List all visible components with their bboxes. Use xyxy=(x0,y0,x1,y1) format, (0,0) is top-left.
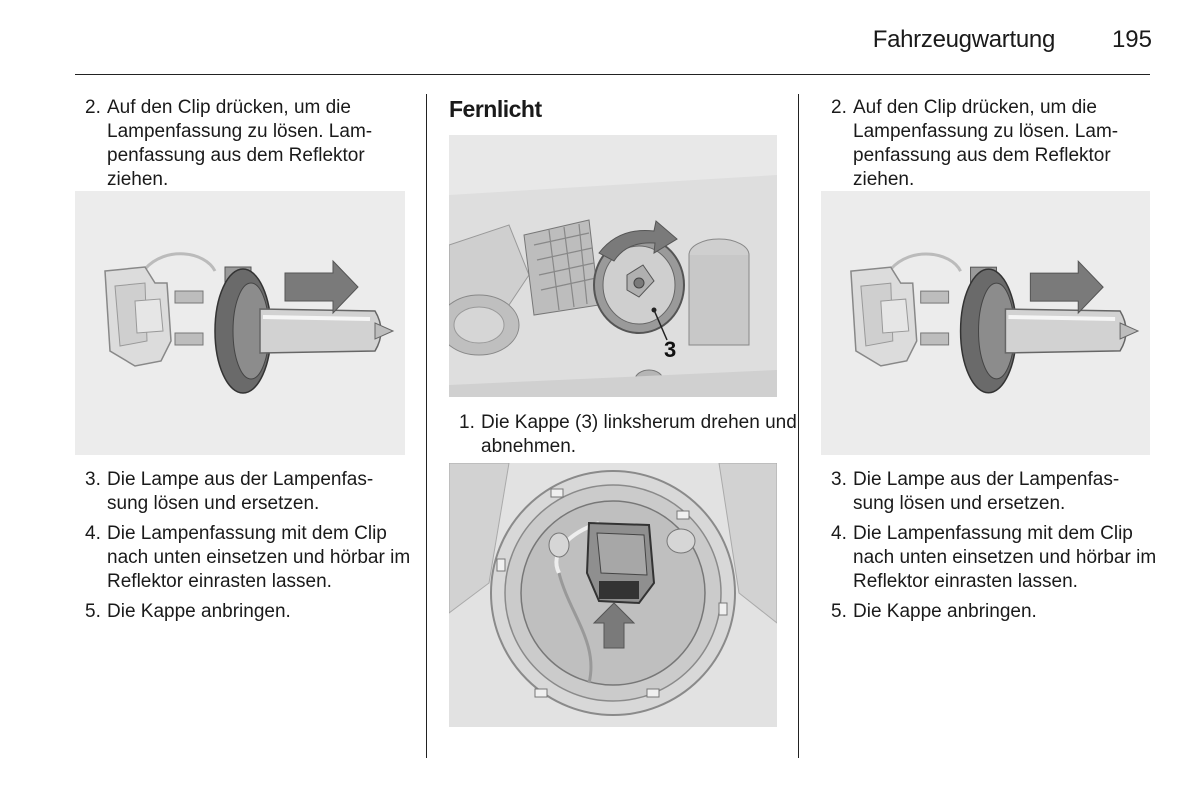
step-item: 5. Die Kappe anbringen. xyxy=(85,600,415,624)
bulb-removal-illustration xyxy=(75,191,405,455)
right-column-bottom: 3. Die Lampe aus der Lampenfas-sung löse… xyxy=(831,468,1161,630)
step-item: 2. Auf den Clip drücken, um die Lampenfa… xyxy=(85,96,387,192)
header-divider xyxy=(75,74,1150,75)
direction-arrow-icon xyxy=(592,602,636,649)
middle-column-heading: Fernlicht xyxy=(449,96,779,123)
step-item: 3. Die Lampe aus der Lampenfas-sung löse… xyxy=(831,468,1143,516)
step-text: Die Kappe anbringen. xyxy=(107,601,291,622)
step-text: Die Lampenfassung mit dem Clip nach unte… xyxy=(853,523,1157,592)
left-column-top: 2. Auf den Clip drücken, um die Lampenfa… xyxy=(85,96,405,198)
bulb-removal-figure xyxy=(75,191,405,455)
step-item: 5. Die Kappe anbringen. xyxy=(831,600,1161,624)
step-text: Die Kappe (3) linksherum drehen und abne… xyxy=(481,412,797,457)
section-title: Fahrzeugwartung xyxy=(872,26,1056,53)
step-number: 3. xyxy=(831,469,847,490)
lamp-socket-clip-figure xyxy=(449,463,777,727)
section-heading: Fernlicht xyxy=(449,96,542,122)
step-item: 4. Die Lampenfassung mit dem Clip nach u… xyxy=(831,522,1163,594)
direction-arrow-icon xyxy=(284,259,359,315)
step-number: 2. xyxy=(831,97,847,118)
left-column-bottom: 3. Die Lampe aus der Lampenfas-sung löse… xyxy=(85,468,415,630)
step-text: Die Kappe anbringen. xyxy=(853,601,1037,622)
step-number: 4. xyxy=(85,523,101,544)
column-divider-right xyxy=(798,94,799,758)
headlamp-cap-illustration: 3 xyxy=(449,135,777,397)
page-number: 195 xyxy=(1111,26,1152,53)
step-item: 1. Die Kappe (3) linksherum drehen und a… xyxy=(459,411,801,459)
direction-arrow-icon xyxy=(1029,259,1104,315)
middle-column-step: 1. Die Kappe (3) linksherum drehen und a… xyxy=(459,411,797,465)
step-item: 2. Auf den Clip drücken, um die Lampenfa… xyxy=(831,96,1133,192)
step-text: Auf den Clip drücken, um die Lampenfassu… xyxy=(853,97,1119,190)
step-item: 4. Die Lampenfassung mit dem Clip nach u… xyxy=(85,522,417,594)
headlamp-cap-figure: 3 xyxy=(449,135,777,397)
step-number: 2. xyxy=(85,97,101,118)
step-item: 3. Die Lampe aus der Lampenfas-sung löse… xyxy=(85,468,397,516)
step-number: 5. xyxy=(85,601,101,622)
step-text: Die Lampe aus der Lampenfas-sung lösen u… xyxy=(853,469,1120,514)
callout-number: 3 xyxy=(664,337,676,362)
step-text: Die Lampe aus der Lampenfas-sung lösen u… xyxy=(107,469,374,514)
step-text: Auf den Clip drücken, um die Lampenfassu… xyxy=(107,97,373,190)
step-text: Die Lampenfassung mit dem Clip nach unte… xyxy=(107,523,411,592)
step-number: 4. xyxy=(831,523,847,544)
column-divider-left xyxy=(426,94,427,758)
step-number: 3. xyxy=(85,469,101,490)
direction-arrow-icon xyxy=(598,220,678,262)
lamp-socket-clip-illustration xyxy=(449,463,777,727)
right-column-top: 2. Auf den Clip drücken, um die Lampenfa… xyxy=(831,96,1151,198)
bulb-removal-illustration xyxy=(821,191,1150,455)
step-number: 5. xyxy=(831,601,847,622)
step-number: 1. xyxy=(459,412,475,433)
bulb-removal-figure-right xyxy=(821,191,1150,455)
